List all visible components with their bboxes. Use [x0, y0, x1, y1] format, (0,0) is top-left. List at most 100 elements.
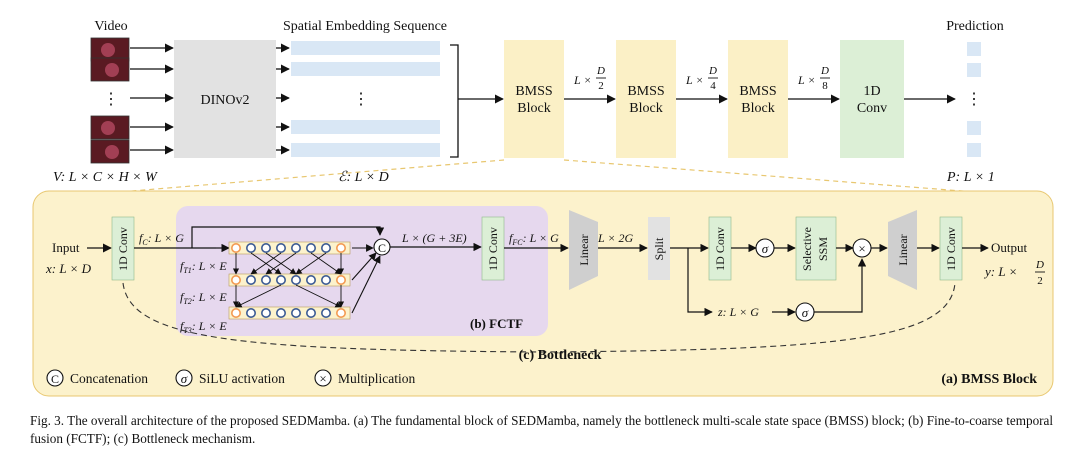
bottleneck-connection: [122, 282, 956, 353]
ft1-label: fT1: L × E: [180, 259, 227, 275]
dim-label-1-den: 2: [598, 80, 604, 92]
concat-icon-symbol: C: [378, 241, 386, 255]
fctf-node: [231, 243, 242, 254]
embedding-bar: [291, 120, 440, 134]
bmss-block-2-label: Block: [629, 101, 662, 116]
fctf-row-1: [228, 241, 351, 255]
legend-silu-label: SiLU activation: [199, 371, 285, 386]
fc-label: fC: L × G: [139, 231, 184, 247]
embedding-bar: [291, 143, 440, 157]
fctf-node: [260, 307, 271, 318]
ffc-label: fFC: L × G: [509, 231, 559, 247]
output-num: D: [1035, 259, 1044, 271]
fctf-row-2: [228, 273, 351, 287]
dim-label-3-num: D: [820, 65, 829, 77]
fctf-node: [290, 243, 301, 254]
fctf-node: [290, 274, 301, 285]
fctf-node: [231, 307, 242, 318]
dinov2-box: [174, 40, 276, 158]
lin-dim: L × 2G: [597, 231, 634, 245]
fctf-link: [295, 252, 327, 275]
legend-concat-symbol: C: [51, 372, 59, 386]
fctf-node: [260, 243, 271, 254]
prediction-ellipsis: ⋮: [966, 91, 982, 108]
conv1d-fctf-label: 1D Conv: [486, 227, 500, 271]
bmss-block-label: (a) BMSS Block: [941, 372, 1037, 387]
fctf-node: [335, 274, 346, 285]
bmss-block-1: [504, 40, 564, 158]
fctf-node: [320, 307, 331, 318]
bmss-block-1-label: Block: [517, 101, 550, 116]
fctf-region: [176, 206, 548, 336]
fctf-node: [305, 243, 316, 254]
legend-silu-symbol: σ: [181, 371, 188, 386]
dinov2-label: DINOv2: [201, 93, 250, 108]
fctf-link: [295, 284, 342, 308]
ft2-label: fT2: L × E: [180, 290, 227, 306]
conv1d-top-label: 1D: [863, 84, 880, 99]
p-formula: P: L × 1: [946, 170, 995, 185]
conv1d-top-box: [840, 40, 904, 158]
dim-label-1-num: D: [596, 65, 605, 77]
fctf-node: [320, 274, 331, 285]
split-label: Split: [652, 237, 666, 260]
e-formula: ℰ: L × D: [338, 170, 389, 185]
fctf-node-rows: [228, 241, 351, 320]
fctf-node: [246, 307, 257, 318]
fctf-link: [310, 252, 342, 275]
bmss-block-3: [728, 40, 788, 158]
multiply-icon-symbol: ×: [858, 241, 865, 256]
fctf-node: [260, 274, 271, 285]
selective-ssm-label: Selective: [800, 227, 814, 271]
v-formula: V: L × C × H × W: [53, 170, 158, 185]
z-dim: z: L × G: [717, 305, 759, 319]
dim-label-3: L ×: [797, 73, 816, 87]
bmss-block-3-label: BMSS: [739, 84, 776, 99]
input-label: Input: [52, 240, 80, 255]
dim-label-1: L ×: [573, 73, 592, 87]
fctf-node: [335, 307, 346, 318]
legend-concat-label: Concatenation: [70, 371, 148, 386]
fctf-node: [275, 307, 286, 318]
fctf-node: [305, 274, 316, 285]
conv1d-top-label: Conv: [857, 101, 887, 116]
dim-label-2: L ×: [685, 73, 704, 87]
fctf-node: [275, 243, 286, 254]
embedding-bar: [291, 41, 440, 55]
legend-multiply-symbol: ×: [319, 371, 326, 386]
video-label: Video: [94, 19, 127, 34]
fctf-node: [246, 243, 257, 254]
fctf-node: [231, 274, 242, 285]
ft3-label: fT3: L × E: [180, 319, 227, 335]
legend-multiply-icon: [314, 369, 332, 387]
conv1d-output-label: 1D Conv: [944, 227, 958, 271]
legend-silu-icon: [175, 369, 193, 387]
fctf-link: [235, 284, 282, 308]
input-dim: x: L × D: [45, 261, 92, 276]
concat-dim: L × (G + 3E): [401, 231, 467, 245]
linear-2: [888, 210, 917, 290]
bottleneck-label: (c) Bottleneck: [519, 348, 602, 363]
linear-1: [569, 210, 598, 290]
silu-icon-symbol: σ: [802, 305, 809, 320]
fctf-node: [290, 307, 301, 318]
embedding-label: Spatial Embedding Sequence: [283, 19, 447, 34]
output-label: Output: [991, 240, 1028, 255]
figure-caption: Fig. 3. The overall architecture of the …: [30, 413, 1054, 446]
fctf-label: (b) FCTF: [470, 316, 523, 331]
dim-label-2-den: 4: [710, 80, 716, 92]
output-dim: y: L ×: [983, 264, 1017, 279]
fctf-node: [335, 243, 346, 254]
conv1d-inner-label: 1D Conv: [713, 227, 727, 271]
silu-icon-symbol: σ: [762, 241, 769, 256]
architecture-diagram: Video ⋮ DINOv2 Spatial Embedding Sequenc…: [32, 19, 1054, 397]
embedding-bar: [291, 62, 440, 76]
dim-label-2-num: D: [708, 65, 717, 77]
bmss-block-1-label: BMSS: [515, 84, 552, 99]
bmss-block-3-label: Block: [741, 101, 774, 116]
output-den: 2: [1037, 275, 1043, 287]
conv1d-input-label: 1D Conv: [116, 227, 130, 271]
split-box: [648, 217, 670, 280]
fctf-node: [305, 307, 316, 318]
fctf-node: [246, 274, 257, 285]
